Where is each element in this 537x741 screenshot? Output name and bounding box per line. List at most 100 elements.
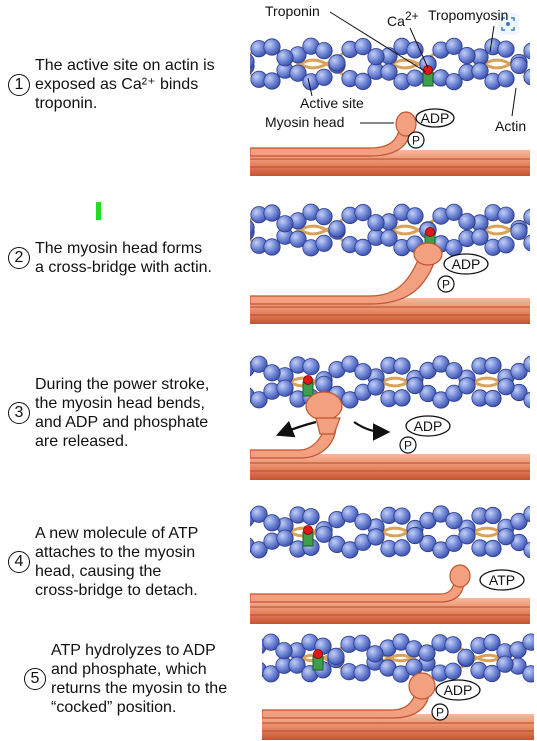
atp-oval [479, 569, 525, 591]
step-text: The myosin head forms a cross-bridge wit… [35, 239, 212, 277]
phosphate-label: P [404, 439, 412, 453]
actin-bead [510, 222, 528, 241]
actin-bead [250, 355, 268, 373]
actin-bead [262, 665, 280, 683]
myosin-bend [315, 417, 341, 435]
actin-bead [289, 230, 307, 248]
phosphate-circle [437, 275, 455, 293]
actin-bead [341, 355, 359, 373]
calcium-ion [313, 649, 323, 659]
actin-bead [367, 214, 385, 232]
step-line: attaches to the myosin [35, 544, 196, 561]
actin-bead [445, 534, 463, 552]
phosphate-label: P [412, 134, 420, 148]
actin-bead [471, 228, 489, 246]
actin-bead [341, 505, 359, 523]
actin-bead [458, 377, 476, 395]
actin-bead [276, 379, 294, 397]
actin-bead [523, 42, 530, 60]
actin-bead [315, 68, 333, 86]
actin-bead [315, 208, 333, 226]
calcium-ion [303, 375, 313, 385]
actin-bead [445, 512, 463, 530]
actin-bead [418, 644, 436, 662]
active-site-leader [307, 77, 313, 97]
calcium-ion [303, 525, 313, 535]
actin-bead [523, 541, 530, 559]
step-line: The active site on actin is [35, 57, 215, 74]
actin-bead [445, 203, 463, 221]
actin-bead [327, 647, 345, 666]
actin-bead [497, 206, 515, 224]
actin-bead [250, 220, 255, 236]
actin-bead [523, 391, 530, 409]
tropomyosin-strand [262, 653, 534, 675]
power-stroke-arrow [275, 420, 317, 438]
step-3: 3 During the power stroke, the myosin he… [8, 375, 209, 451]
actin-bead [523, 505, 530, 523]
tropomyosin-label: Tropomyosin [428, 7, 508, 23]
step-text: During the power stroke, the myosin head… [35, 375, 209, 451]
actin-bead [263, 514, 281, 532]
actin-bead [471, 62, 489, 80]
step-text: The active site on actin is exposed as C… [35, 56, 215, 113]
adp-label: ADP [414, 418, 443, 434]
actin-bead [393, 507, 411, 525]
actin-bead [510, 56, 528, 75]
actin-bead [353, 634, 371, 652]
panel-4: ATP [250, 494, 530, 626]
actin-bead [302, 358, 320, 376]
actin-bead [288, 656, 306, 674]
step-text: A new molecule of ATP attaches to the my… [35, 524, 198, 600]
step-line: During the power stroke, [35, 376, 210, 393]
step-number: 4 [8, 551, 30, 573]
actin-bead [276, 49, 294, 67]
step-line: exposed as Ca²⁺ binds [35, 76, 199, 93]
troponin-leader [329, 11, 427, 73]
actin-bead [393, 389, 411, 407]
actin-bead [250, 505, 268, 523]
focus-icon[interactable] [497, 13, 519, 35]
actin-bead [406, 41, 424, 59]
green-marker [96, 202, 101, 220]
actin-bead [250, 541, 268, 559]
actin-bead [263, 238, 281, 256]
adp-label: ADP [444, 682, 473, 698]
tropomyosin-strand [250, 364, 530, 388]
actin-leader [511, 87, 517, 117]
step-line: The myosin head forms [35, 240, 203, 257]
actin-bead [522, 633, 534, 651]
actin-bead [523, 208, 530, 226]
actin-bead [497, 70, 515, 88]
myosin-head [408, 672, 436, 700]
calcium-leader [409, 27, 429, 69]
actin-bead [510, 512, 528, 531]
actin-bead [393, 539, 411, 557]
actin-bead [315, 375, 333, 393]
actin-bead [276, 529, 294, 547]
actin-bead [497, 528, 515, 546]
myosin-head [395, 111, 417, 137]
step-number: 1 [8, 73, 30, 96]
actin-bead [354, 363, 372, 381]
adp-label: ADP [421, 110, 450, 126]
step-line: ATP hydrolyzes to ADP [51, 642, 216, 659]
step-line: “cocked” position. [51, 699, 177, 716]
step-2: 2 The myosin head forms a cross-bridge w… [8, 239, 212, 277]
myosin-head-label: Myosin head [265, 114, 344, 130]
myosin-neck [262, 689, 431, 719]
step-line: cross-bridge to detach. [35, 582, 198, 599]
actin-bead [458, 212, 476, 231]
tropomyosin-strand [250, 526, 530, 550]
actin-bead [263, 204, 281, 222]
actin-bead [496, 655, 514, 673]
phosphate-circle [431, 703, 449, 721]
actin-bead [484, 506, 502, 525]
actin-bead [484, 539, 502, 558]
adp-oval [415, 108, 455, 128]
actin-bead [354, 204, 372, 222]
tropomyosin-strand [250, 514, 530, 538]
myosin-neck [250, 255, 437, 305]
